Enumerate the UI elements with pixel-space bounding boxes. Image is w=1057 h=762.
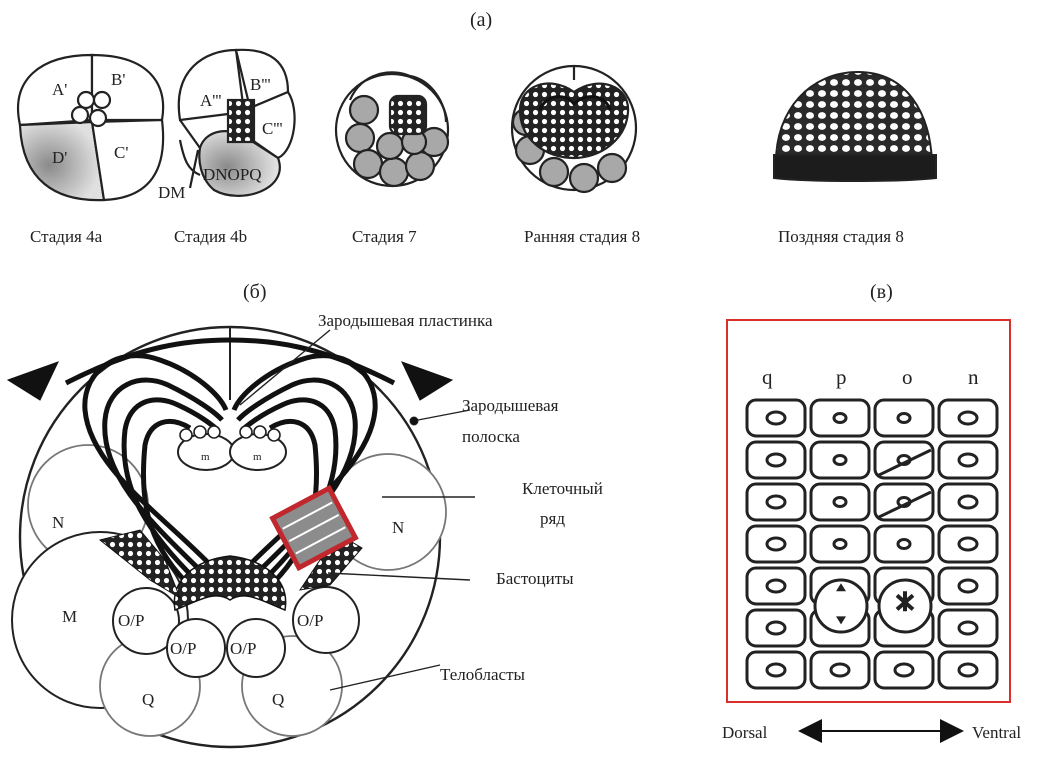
stage-4a-label-a: A'	[52, 80, 67, 99]
grid-cell-nucleus	[834, 498, 846, 507]
cell-label-small-m-right: m	[253, 451, 262, 463]
cell-label-op-2: O/P	[297, 611, 323, 630]
cell-label-op-3: O/P	[170, 639, 196, 658]
stage-4b-label-b: B'''	[250, 75, 271, 94]
grid-cell-nucleus	[959, 580, 977, 592]
stage-4b-caption: Стадия 4b	[174, 227, 247, 246]
stage-4a-drawing	[18, 55, 163, 200]
grid-cell-nucleus	[767, 454, 785, 466]
cell-label-op-4: O/P	[230, 639, 256, 658]
grid-cell-nucleus	[959, 664, 977, 676]
grid-cell-nucleus	[767, 622, 785, 634]
stage-4b-label-dnopq: DNOPQ	[203, 165, 262, 184]
stage-8-late-drawing	[774, 72, 936, 181]
stage-4a-caption: Стадия 4а	[30, 227, 103, 246]
stage-4b-label-a: A'''	[200, 91, 221, 110]
annotation-teloblasts: Телобласты	[440, 665, 525, 684]
stage-8-early-caption: Ранняя стадия 8	[524, 227, 640, 246]
stage-4b-label-c: C'''	[262, 119, 283, 138]
stage-4a-label-d: D'	[52, 148, 67, 167]
column-label-p: p	[836, 365, 847, 389]
column-label-n: n	[968, 365, 979, 389]
grid-cell-nucleus	[767, 580, 785, 592]
annotation-germinal-band-line1: Зародышевая	[462, 396, 559, 415]
grid-cell-nucleus	[767, 412, 785, 424]
grid-cell-nucleus	[767, 664, 785, 676]
grid-cell-nucleus	[898, 414, 910, 423]
grid-cell-nucleus	[898, 540, 910, 549]
stage-4b-label-dm: DM	[158, 183, 185, 202]
grid-cell-nucleus	[834, 540, 846, 549]
stage-8-early-drawing	[512, 66, 636, 192]
panel-label-a: (a)	[470, 9, 492, 31]
stage-8-late-caption: Поздняя стадия 8	[778, 227, 904, 246]
annotation-germinal-plate: Зародышевая пластинка	[318, 311, 493, 330]
stage-4a-label-b: B'	[111, 70, 125, 89]
grid-cell-nucleus	[959, 538, 977, 550]
annotation-blastocytes: Бастоциты	[496, 569, 574, 588]
annotation-cell-row-line2: ряд	[540, 509, 565, 528]
grid-cell-nucleus	[767, 496, 785, 508]
grid-cell-nucleus	[895, 664, 913, 676]
cell-label-n-right: N	[392, 518, 404, 537]
grid-cell-nucleus	[959, 412, 977, 424]
grid-cell-nucleus	[959, 496, 977, 508]
grid-cell-nucleus	[831, 664, 849, 676]
panel-label-c: (в)	[870, 281, 893, 303]
cell-label-q-right: Q	[272, 690, 284, 709]
grid-cell-nucleus	[959, 622, 977, 634]
annotation-cell-row-line1: Клеточный	[522, 479, 603, 498]
column-label-o: o	[902, 365, 913, 389]
embryo-diagram	[8, 327, 475, 747]
column-label-q: q	[762, 365, 773, 389]
stage-7-drawing	[336, 72, 448, 186]
cell-label-small-m-left: m	[201, 451, 210, 463]
grid-cell-nucleus	[834, 456, 846, 465]
cell-label-n-left: N	[52, 513, 64, 532]
grid-cell-nucleus	[767, 538, 785, 550]
annotation-germinal-band-line2: полоска	[462, 427, 520, 446]
cell-label-q-left: Q	[142, 690, 154, 709]
grid-cell-nucleus	[959, 454, 977, 466]
grid-cell-nucleus	[834, 414, 846, 423]
stage-4a-label-c: C'	[114, 143, 128, 162]
stage-7-caption: Стадия 7	[352, 227, 417, 246]
cell-label-m: M	[62, 607, 77, 626]
axis-label-dorsal: Dorsal	[722, 723, 768, 742]
axis-label-ventral: Ventral	[972, 723, 1021, 742]
panel-label-b: (б)	[243, 281, 267, 303]
cell-label-op-1: O/P	[118, 611, 144, 630]
